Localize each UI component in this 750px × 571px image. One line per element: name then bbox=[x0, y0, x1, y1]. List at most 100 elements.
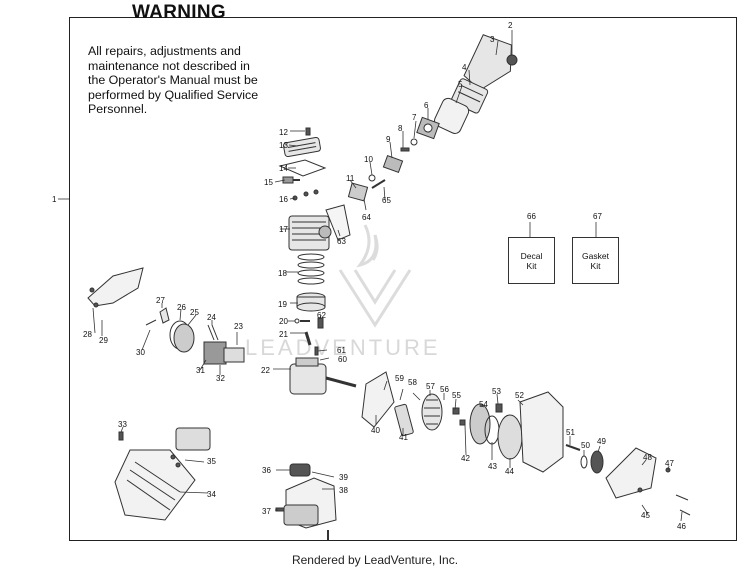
gasket-ring bbox=[410, 138, 418, 146]
screw bbox=[170, 454, 176, 460]
piston-ring bbox=[297, 253, 325, 261]
callout-number: 28 bbox=[83, 330, 92, 339]
nut bbox=[452, 407, 460, 415]
callout-number: 41 bbox=[399, 433, 408, 442]
callout-number: 66 bbox=[527, 212, 536, 221]
pawl bbox=[207, 324, 219, 341]
warning-line: All repairs, adjustments and bbox=[88, 44, 241, 58]
callout-number: 49 bbox=[597, 437, 606, 446]
callout-number: 12 bbox=[279, 128, 288, 137]
screw bbox=[93, 302, 99, 308]
callout-number: 38 bbox=[339, 486, 348, 495]
flywheel bbox=[421, 393, 443, 431]
callout-number: 56 bbox=[440, 385, 449, 394]
part-drawings bbox=[87, 34, 691, 540]
callout-number: 53 bbox=[492, 387, 501, 396]
muffler-shield bbox=[325, 204, 351, 241]
callout-number: 11 bbox=[346, 174, 355, 183]
cover-bolt bbox=[305, 127, 311, 136]
callout-number: 42 bbox=[461, 454, 470, 463]
grille bbox=[126, 461, 181, 511]
callout-number: 27 bbox=[156, 296, 165, 305]
gasket-kit-label: Kit bbox=[590, 260, 601, 271]
drive-shaft bbox=[565, 444, 581, 451]
ignition-coil bbox=[203, 341, 245, 365]
callout-number: 45 bbox=[641, 511, 650, 520]
callout-number: 54 bbox=[479, 400, 488, 409]
callout-number: 57 bbox=[426, 382, 435, 391]
callout-number: 67 bbox=[593, 212, 602, 221]
callout-number: 55 bbox=[452, 391, 461, 400]
callout-number: 4 bbox=[462, 63, 467, 72]
decal-kit-label: Kit bbox=[526, 260, 537, 271]
gasket-kit-box: Gasket Kit bbox=[572, 237, 619, 284]
clutch bbox=[469, 403, 491, 445]
clutch-housing bbox=[519, 391, 564, 473]
warning-line: performed by Qualified Service bbox=[88, 87, 259, 102]
callout-number: 8 bbox=[398, 124, 403, 133]
callout-number: 62 bbox=[317, 311, 326, 320]
callout-number: 23 bbox=[234, 322, 243, 331]
callout-number: 65 bbox=[382, 196, 391, 205]
intake bbox=[347, 182, 369, 202]
cylinder-cover bbox=[283, 136, 321, 158]
callout-number: 30 bbox=[136, 348, 145, 357]
callout-number: 5 bbox=[458, 80, 463, 89]
warning-line: Personnel. bbox=[88, 102, 148, 116]
bolt bbox=[371, 179, 386, 189]
callout-number: 63 bbox=[337, 237, 346, 246]
gearbox bbox=[605, 447, 657, 499]
callout-number: 6 bbox=[424, 101, 429, 110]
washer bbox=[495, 403, 503, 413]
callout-number: 22 bbox=[261, 366, 270, 375]
footer-credit: Rendered by LeadVenture, Inc. bbox=[291, 553, 459, 567]
callout-number: 36 bbox=[262, 466, 271, 475]
callout-number: 7 bbox=[412, 113, 417, 122]
callout-number: 3 bbox=[490, 35, 495, 44]
warning-text: All repairs, adjustments and maintenance… bbox=[88, 44, 288, 117]
warning-line: the Operator's Manual must be bbox=[88, 73, 258, 87]
callout-number: 58 bbox=[408, 378, 417, 387]
callout-number: 19 bbox=[278, 300, 287, 309]
spark-plug bbox=[282, 176, 300, 184]
callout-number: 16 bbox=[279, 195, 288, 204]
callout-number: 13 bbox=[279, 141, 288, 150]
callout-labels: 1234567891011121314151617181920212223242… bbox=[52, 21, 686, 531]
screw bbox=[118, 431, 124, 441]
callout-number: 21 bbox=[279, 330, 288, 339]
carburetor bbox=[416, 116, 440, 140]
clip bbox=[294, 318, 300, 324]
callout-number: 60 bbox=[338, 355, 347, 364]
screw bbox=[175, 462, 181, 468]
piston-ring bbox=[297, 277, 325, 285]
watermark-logo bbox=[338, 224, 412, 328]
connecting-rod bbox=[304, 331, 312, 346]
callout-number: 25 bbox=[190, 308, 199, 317]
pulley bbox=[173, 323, 195, 353]
callout-number: 1 bbox=[52, 195, 57, 204]
bolt bbox=[679, 509, 691, 516]
air-filter-cover bbox=[463, 34, 512, 91]
warning-line: maintenance not described in bbox=[88, 58, 250, 73]
callout-number: 20 bbox=[279, 317, 288, 326]
callout-number: 29 bbox=[99, 336, 108, 345]
fan-cover bbox=[361, 371, 395, 428]
callout-number: 2 bbox=[508, 21, 513, 30]
screw bbox=[637, 487, 643, 493]
callout-number: 51 bbox=[566, 428, 575, 437]
callout-number: 48 bbox=[643, 453, 652, 462]
fuel-cap bbox=[289, 463, 311, 477]
bolt bbox=[675, 494, 689, 501]
callout-number: 35 bbox=[207, 457, 216, 466]
drum bbox=[497, 414, 523, 460]
callout-number: 44 bbox=[505, 467, 514, 476]
callout-number: 17 bbox=[279, 225, 288, 234]
diagram-frame bbox=[69, 17, 737, 541]
starter-housing bbox=[87, 267, 144, 307]
callout-number: 32 bbox=[216, 374, 225, 383]
tank-base bbox=[283, 504, 319, 526]
crankcase bbox=[289, 357, 357, 395]
piston bbox=[296, 292, 326, 312]
screw bbox=[275, 507, 285, 512]
